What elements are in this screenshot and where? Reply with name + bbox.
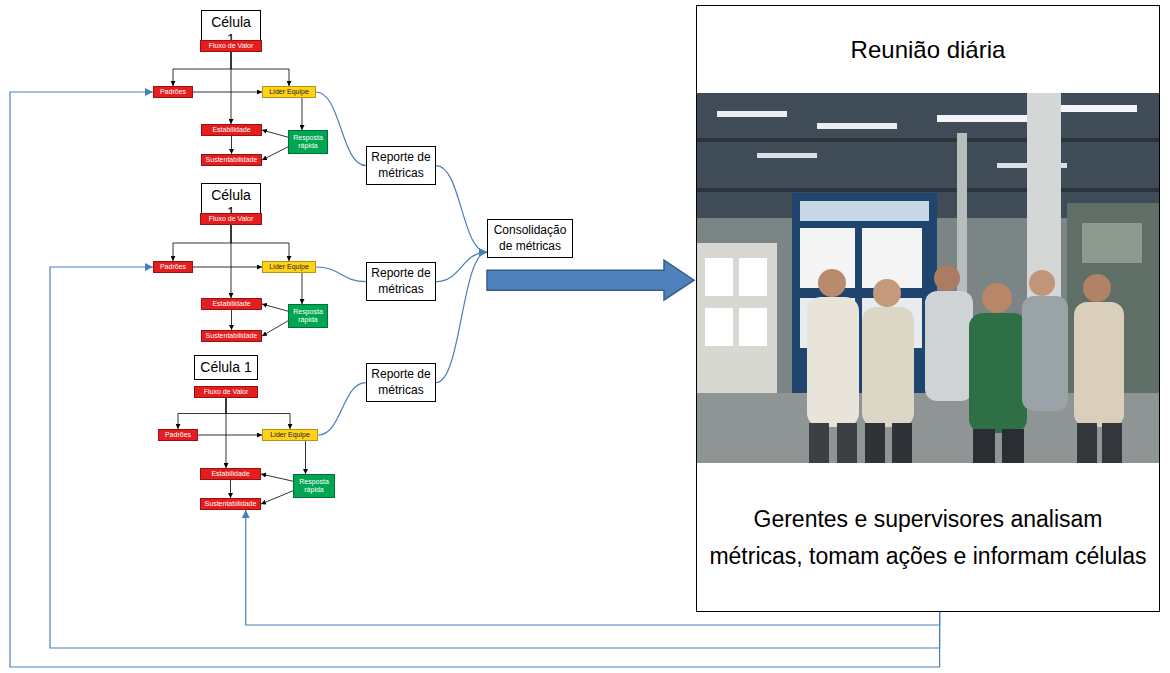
- process-box: Padrões: [153, 86, 193, 98]
- box-label: Reporte de métricas: [370, 150, 432, 181]
- process-box: Estabilidade: [201, 298, 262, 310]
- process-box: Fluxo de Valor: [194, 386, 258, 398]
- metric-report-box: Reporte de métricas: [366, 363, 436, 402]
- report-connector: [316, 267, 366, 282]
- process-box: Sustentabilidade: [201, 330, 262, 342]
- flow-connector: [302, 273, 303, 304]
- flow-connector: [231, 136, 232, 154]
- flow-connector: [231, 225, 289, 261]
- box-label: Padrões: [160, 88, 186, 96]
- flow-connector: [262, 130, 288, 137]
- box-label: Fluxo de Valor: [209, 215, 254, 223]
- box-label: Resposta rápida: [296, 478, 332, 494]
- leader-box: Líder Equipe: [262, 86, 316, 98]
- box-label: Consolidação de métricas: [491, 223, 569, 254]
- process-box: Fluxo de Valor: [200, 40, 262, 52]
- box-label: Reporte de métricas: [370, 266, 432, 297]
- flow-connector: [226, 398, 290, 429]
- metric-report-box: Reporte de métricas: [366, 262, 436, 301]
- block-arrow: [487, 260, 694, 300]
- metric-report-box: Reporte de métricas: [366, 146, 436, 185]
- report-connector: [316, 92, 366, 166]
- response-box: Resposta rápida: [293, 474, 335, 498]
- response-box: Resposta rápida: [288, 304, 328, 328]
- panel-caption: Gerentes e supervisores analisam métrica…: [697, 464, 1159, 611]
- box-label: Fluxo de Valor: [204, 388, 249, 396]
- box-label: Reporte de métricas: [370, 367, 432, 398]
- box-label: Líder Equipe: [269, 88, 309, 96]
- cell-title-box: Célula 1: [194, 355, 258, 380]
- flow-connector: [178, 398, 226, 429]
- meeting-panel: Reunião diáriaGerentes e supervisores an…: [696, 5, 1160, 612]
- process-box: Fluxo de Valor: [200, 213, 262, 225]
- report-connector: [436, 166, 487, 253]
- box-label: Sustentabilidade: [206, 332, 258, 340]
- box-label: Estabilidade: [211, 470, 249, 478]
- leader-box: Líder Equipe: [262, 429, 318, 441]
- box-label: Estabilidade: [212, 126, 250, 134]
- box-label: Líder Equipe: [269, 263, 309, 271]
- box-label: Padrões: [165, 431, 191, 439]
- response-box: Resposta rápida: [288, 130, 328, 154]
- report-connector: [10, 92, 940, 667]
- panel-heading: Reunião diária: [697, 6, 1159, 94]
- flow-connector: [198, 435, 262, 436]
- flow-connector: [262, 304, 288, 311]
- flow-connector: [231, 52, 289, 86]
- factory-background: [697, 93, 1159, 463]
- flow-connector: [226, 398, 227, 468]
- flow-connector: [262, 321, 288, 336]
- leader-box: Líder Equipe: [262, 261, 316, 273]
- process-box: Sustentabilidade: [200, 498, 261, 510]
- flow-connector: [262, 147, 288, 160]
- flow-connector: [193, 267, 262, 268]
- consolidation-box: Consolidação de métricas: [487, 219, 573, 258]
- box-label: Resposta rápida: [291, 308, 325, 324]
- box-label: Resposta rápida: [291, 134, 325, 150]
- box-label: Sustentabilidade: [205, 500, 257, 508]
- flow-connector: [261, 491, 293, 504]
- process-box: Estabilidade: [200, 468, 261, 480]
- box-label: Líder Equipe: [270, 431, 310, 439]
- flow-connector: [302, 98, 303, 130]
- flow-connector: [173, 52, 231, 86]
- flow-connector: [231, 310, 232, 330]
- flow-connector: [173, 225, 231, 261]
- people: [807, 265, 1124, 463]
- flow-connector: [231, 225, 232, 298]
- process-box: Padrões: [158, 429, 198, 441]
- box-label: Sustentabilidade: [206, 156, 258, 164]
- report-connector: [436, 252, 487, 382]
- box-label: Padrões: [160, 263, 186, 271]
- report-connector: [50, 267, 940, 648]
- report-connector: [318, 383, 366, 435]
- flow-connector: [261, 474, 293, 481]
- process-box: Padrões: [153, 261, 193, 273]
- box-label: Estabilidade: [212, 300, 250, 308]
- flow-connector: [231, 52, 232, 124]
- flow-connector: [193, 92, 262, 93]
- flow-connector: [230, 480, 231, 498]
- process-box: Sustentabilidade: [201, 154, 262, 166]
- box-label: Célula 1: [200, 359, 251, 376]
- box-label: Fluxo de Valor: [209, 42, 254, 50]
- flow-connector: [305, 441, 306, 474]
- process-box: Estabilidade: [201, 124, 262, 136]
- meeting-photo: [697, 93, 1159, 463]
